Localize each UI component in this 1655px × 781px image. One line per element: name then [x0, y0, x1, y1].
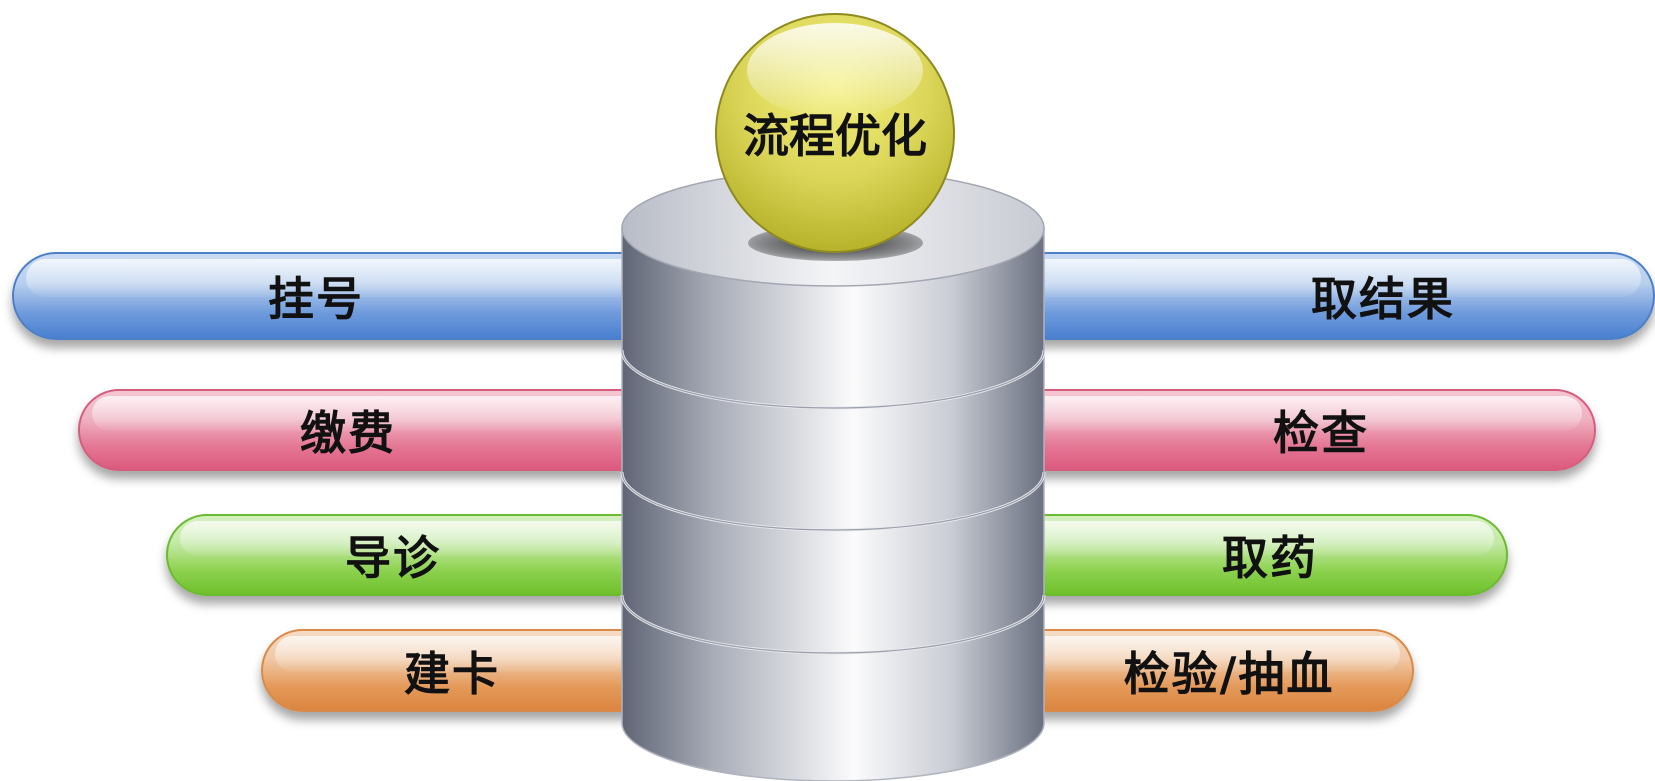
- left-step-2-pill: 缴费: [78, 389, 672, 471]
- left-step-2-label: 缴费: [300, 406, 396, 460]
- right-step-1-label: 取结果: [1311, 272, 1455, 326]
- right-step-1-pill: 取结果: [1003, 252, 1655, 340]
- center-title: 流程优化: [743, 109, 927, 163]
- left-step-1-pill: 挂号: [12, 252, 672, 340]
- left-step-4-label: 建卡: [404, 646, 500, 701]
- left-step-4-pill: 建卡: [261, 629, 672, 712]
- left-step-3-pill: 导诊: [166, 514, 672, 596]
- left-step-1-label: 挂号: [268, 272, 364, 326]
- left-step-3-label: 导诊: [345, 531, 441, 585]
- right-step-4-pill: 检验/抽血: [1003, 629, 1414, 712]
- right-step-4-label: 检验/抽血: [1123, 646, 1335, 701]
- right-step-2-pill: 检查: [1003, 389, 1596, 471]
- right-step-3-pill: 取药: [1003, 514, 1508, 596]
- center-ball: 流程优化: [715, 13, 955, 253]
- right-step-2-label: 检查: [1273, 406, 1369, 460]
- right-step-3-label: 取药: [1222, 531, 1318, 585]
